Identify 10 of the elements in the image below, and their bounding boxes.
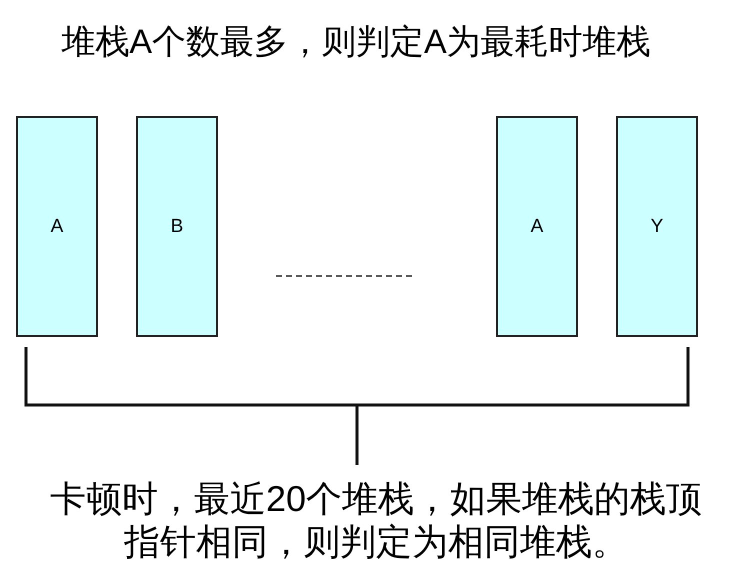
stack-box bbox=[136, 116, 218, 337]
title: 堆栈A个数最多，则判定A为最耗时堆栈 bbox=[60, 22, 652, 63]
stack-box bbox=[16, 116, 98, 337]
stack-label: A bbox=[50, 216, 64, 238]
stack-label: B bbox=[170, 216, 184, 238]
caption: 卡顿时，最近20个堆栈，如果堆栈的栈顶指针相同，则判定为相同堆栈。 bbox=[48, 477, 704, 563]
stack-label: A bbox=[530, 216, 544, 238]
stack-box bbox=[616, 116, 698, 337]
stack-box bbox=[496, 116, 578, 337]
stack-label: Y bbox=[650, 216, 664, 238]
